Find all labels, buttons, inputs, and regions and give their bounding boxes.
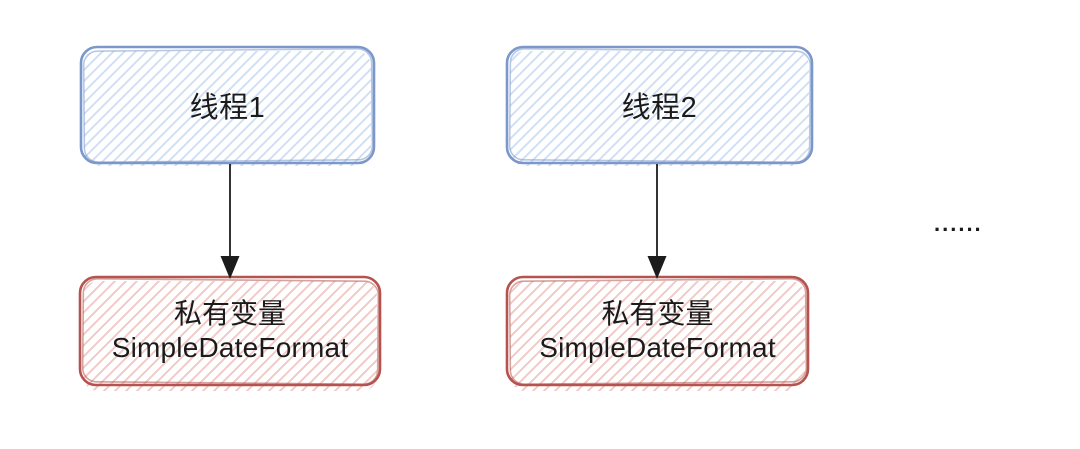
ellipsis-text: ...... [934, 211, 983, 236]
thread2-box-outline [505, 45, 814, 165]
thread1-box-sketch-stroke [82, 48, 374, 163]
thread2-box-sketch-stroke [508, 48, 812, 163]
arrow-thread1-to-variable1 [220, 164, 240, 279]
arrow2-head [647, 256, 667, 279]
variable2-box-sketch-stroke [508, 278, 808, 385]
arrow1-head [220, 256, 240, 279]
variable1-box [78, 275, 382, 391]
thread1-box [79, 45, 376, 166]
variable2-box [505, 275, 810, 391]
variable1-box-sketch-stroke [81, 278, 380, 385]
thread2-box [505, 45, 814, 166]
thread1-box-outline [79, 45, 376, 165]
arrow-thread2-to-variable2 [647, 164, 667, 279]
